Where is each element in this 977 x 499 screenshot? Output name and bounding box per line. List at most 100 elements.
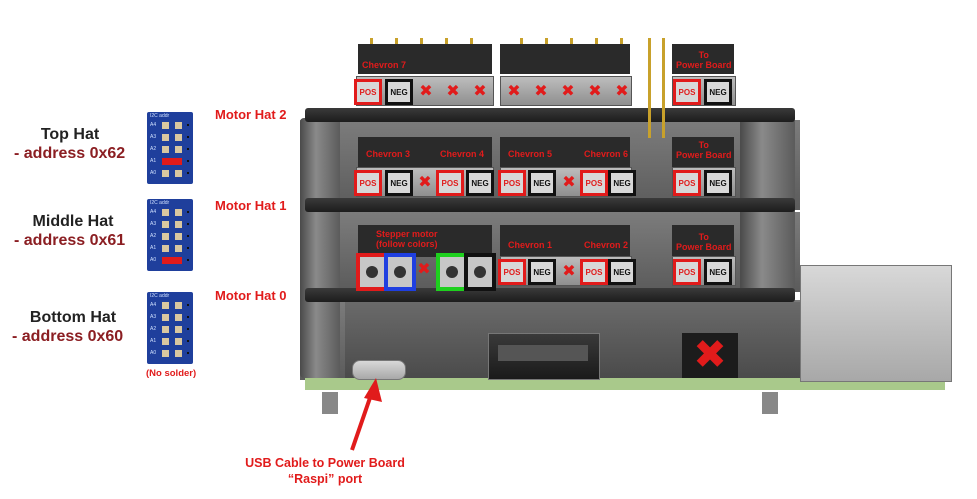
terminal-block xyxy=(672,137,734,167)
audio-jack xyxy=(682,333,738,378)
to-power-board-label: To Power Board xyxy=(676,50,732,70)
address-board-header: I2C addr xyxy=(150,293,170,299)
x-mark-icon: ✖ xyxy=(615,83,629,100)
standoff-left xyxy=(300,118,340,378)
jumper-label: A0 xyxy=(150,170,157,176)
address-board-middle: I2C addr A4 A3 A2 A1 A0 xyxy=(147,199,193,271)
terminal-block xyxy=(672,225,734,257)
jumper-label: A1 xyxy=(150,245,157,251)
pcb-edge-hat1 xyxy=(305,198,795,212)
usb-callout-label: USB Cable to Power Board “Raspi” port xyxy=(230,455,420,487)
neg-terminal: NEG xyxy=(704,170,732,196)
chevron-5-label: Chevron 5 xyxy=(508,149,553,159)
pos-terminal: POS xyxy=(354,79,382,105)
x-mark-icon: ✖ xyxy=(562,174,576,191)
pcb-edge-hat2 xyxy=(305,108,795,122)
x-mark-icon: ✖ xyxy=(588,83,602,100)
chevron-3-label: Chevron 3 xyxy=(366,149,411,159)
jumper-label: A4 xyxy=(150,122,157,128)
jumper-label: A3 xyxy=(150,134,157,140)
neg-terminal: NEG xyxy=(528,170,556,196)
x-mark-icon: ✖ xyxy=(418,174,432,191)
pos-terminal: POS xyxy=(498,170,526,196)
neg-terminal: NEG xyxy=(608,170,636,196)
x-mark-icon: ✖ xyxy=(419,83,433,100)
pos-terminal: POS xyxy=(580,259,608,285)
pos-terminal: POS xyxy=(436,170,464,196)
terminal-block xyxy=(500,225,630,257)
jumper-label: A3 xyxy=(150,314,157,320)
stepper-terminal-red xyxy=(356,253,388,291)
jumper-label: A0 xyxy=(150,350,157,356)
stepper-motor-label: Stepper motor (follow colors) xyxy=(376,229,438,249)
motor-hat-1-label: Motor Hat 1 xyxy=(215,198,287,213)
motor-hat-2-label: Motor Hat 2 xyxy=(215,107,287,122)
top-hat-title: Top Hat xyxy=(40,126,100,143)
x-mark-icon: ✖ xyxy=(693,333,727,377)
neg-terminal: NEG xyxy=(385,170,413,196)
bottom-hat-address: - address 0x60 xyxy=(12,328,124,345)
middle-hat-title: Middle Hat xyxy=(32,213,114,230)
to-power-board-label: To Power Board xyxy=(676,232,732,252)
stepper-terminal-blue xyxy=(384,253,416,291)
hdmi-pins xyxy=(498,345,588,361)
chevron-2-label: Chevron 2 xyxy=(584,240,629,250)
terminal-block xyxy=(500,137,630,167)
x-mark-icon: ✖ xyxy=(417,261,431,278)
top-hat-address: - address 0x62 xyxy=(14,145,126,162)
usb-callout-line1: USB Cable to Power Board xyxy=(245,456,405,470)
jumper-label: A0 xyxy=(150,257,157,263)
neg-terminal: NEG xyxy=(704,259,732,285)
solder-bridge xyxy=(162,257,182,264)
address-board-bottom: I2C addr A4 A3 A2 A1 A0 xyxy=(147,292,193,364)
chevron-7-label: Chevron 7 xyxy=(362,60,407,70)
header-pin xyxy=(662,38,665,138)
pos-terminal: POS xyxy=(354,170,382,196)
address-board-header: I2C addr xyxy=(150,113,170,119)
neg-terminal: NEG xyxy=(385,79,413,105)
jumper-label: A4 xyxy=(150,302,157,308)
pos-terminal: POS xyxy=(673,170,701,196)
pos-terminal: POS xyxy=(673,259,701,285)
neg-terminal: NEG xyxy=(466,170,494,196)
screw xyxy=(762,392,778,414)
solder-bridge xyxy=(162,158,182,165)
jumper-label: A2 xyxy=(150,326,157,332)
terminal-block xyxy=(358,225,492,257)
pos-terminal: POS xyxy=(498,259,526,285)
to-power-board-label: To Power Board xyxy=(676,140,732,160)
address-board-header: I2C addr xyxy=(150,200,170,206)
header-pin xyxy=(648,38,651,138)
chevron-6-label: Chevron 6 xyxy=(584,149,629,159)
neg-terminal: NEG xyxy=(528,259,556,285)
terminal-block xyxy=(500,44,630,74)
x-mark-icon: ✖ xyxy=(562,263,576,280)
raspberry-pi-board xyxy=(305,378,945,390)
pos-terminal: POS xyxy=(580,170,608,196)
chevron-4-label: Chevron 4 xyxy=(440,149,485,159)
address-board-top: I2C addr A4 A3 A2 A1 A0 xyxy=(147,112,193,184)
terminal-block xyxy=(358,44,492,74)
terminal-block xyxy=(358,137,492,167)
jumper-label: A1 xyxy=(150,338,157,344)
jumper-label: A4 xyxy=(150,209,157,215)
x-mark-icon: ✖ xyxy=(507,83,521,100)
motor-hat-0-label: Motor Hat 0 xyxy=(215,288,287,303)
pcb-edge-hat0 xyxy=(305,288,795,302)
bottom-hat-title: Bottom Hat xyxy=(29,309,117,326)
jumper-label: A3 xyxy=(150,221,157,227)
neg-terminal: NEG xyxy=(608,259,636,285)
micro-usb-port xyxy=(352,360,406,380)
usb-callout-line2: “Raspi” port xyxy=(287,472,363,486)
middle-hat-address: - address 0x61 xyxy=(14,232,126,249)
pos-terminal: POS xyxy=(673,79,701,105)
jumper-label: A1 xyxy=(150,158,157,164)
x-mark-icon: ✖ xyxy=(561,83,575,100)
x-mark-icon: ✖ xyxy=(446,83,460,100)
chevron-1-label: Chevron 1 xyxy=(508,240,553,250)
x-mark-icon: ✖ xyxy=(534,83,548,100)
jumper-label: A2 xyxy=(150,146,157,152)
screw xyxy=(322,392,338,414)
stepper-terminal-black xyxy=(464,253,496,291)
